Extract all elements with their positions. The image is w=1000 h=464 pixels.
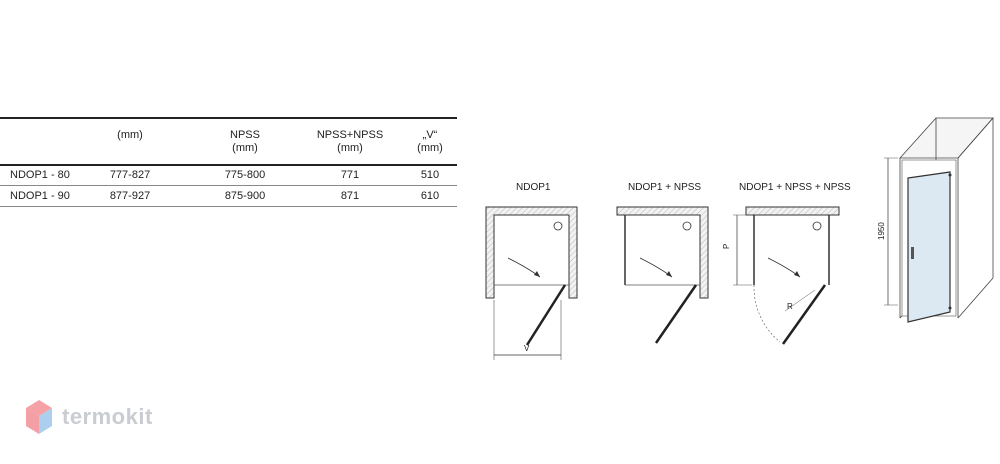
header-col-4-line2: (mm) xyxy=(417,142,443,154)
row-1-col-1: 777-827 xyxy=(109,169,151,181)
row-1-model: NDOP1 - 80 xyxy=(10,169,70,181)
arrow-head-icon xyxy=(534,271,540,277)
drain-icon xyxy=(682,221,692,231)
header-col-3-line2: (mm) xyxy=(337,142,363,154)
row-2-col-4: 610 xyxy=(420,190,440,202)
row-2-col-2: 875-900 xyxy=(224,190,266,202)
diagram-ndop1: NDOP1 V xyxy=(485,182,578,360)
door-handle-icon xyxy=(911,247,914,259)
dim-label-r: R xyxy=(787,302,793,311)
drain-icon xyxy=(553,221,563,231)
diagram-ndop1-walls xyxy=(485,206,578,299)
termokit-logo: termokit xyxy=(24,398,184,442)
header-col-1-line2: (mm) xyxy=(117,129,143,141)
dim-label-p: P xyxy=(722,244,731,249)
diagram-ndop1-npss-npss-wall xyxy=(745,206,840,216)
hinge-icon xyxy=(948,306,952,310)
diagram-ndop1-npss-npss: NDOP1 + NPSS + NPSS R P xyxy=(722,182,851,345)
header-col-2: NPSS (mm) xyxy=(205,129,285,155)
row-1-col-3: 771 xyxy=(340,169,360,181)
header-col-3-line1: NPSS+NPSS xyxy=(316,129,384,141)
table-rule-row xyxy=(0,185,457,186)
view-3d-top-right xyxy=(957,117,994,159)
table-rule-bottom xyxy=(0,206,457,207)
diagram-ndop1-npss-walls xyxy=(616,206,709,299)
header-col-2-line2: (mm) xyxy=(232,142,258,154)
header-col-4: „V“ (mm) xyxy=(405,129,455,155)
view-3d: 1950 xyxy=(877,117,994,323)
diagram-ndop1-door xyxy=(525,284,567,346)
header-col-1: (mm) xyxy=(90,129,170,142)
row-1-col-2: 775-800 xyxy=(224,169,266,181)
diagram-ndop1-title: NDOP1 xyxy=(516,182,551,193)
diagram-ndop1-npss: NDOP1 + NPSS xyxy=(616,182,709,344)
row-1-col-4: 510 xyxy=(420,169,440,181)
view-3d-door-glass xyxy=(907,171,951,323)
header-col-4-line1: „V“ xyxy=(422,129,438,141)
diagram-ndop1-npss-npss-title: NDOP1 + NPSS + NPSS xyxy=(739,182,851,193)
view-3d-floor-right xyxy=(957,277,994,319)
row-2-col-3: 871 xyxy=(340,190,360,202)
arrow-head-icon xyxy=(666,271,672,277)
row-2-model: NDOP1 - 90 xyxy=(10,190,70,202)
radius-leader xyxy=(784,289,816,312)
table-rule-header xyxy=(0,164,457,166)
drain-icon xyxy=(812,221,822,231)
logo-text: termokit xyxy=(62,404,153,429)
header-col-2-line1: NPSS xyxy=(230,129,260,141)
dim-label-height: 1950 xyxy=(877,222,886,240)
header-col-3: NPSS+NPSS (mm) xyxy=(300,129,400,155)
dim-label-v: V xyxy=(524,344,530,353)
hinge-icon xyxy=(948,173,952,177)
diagram-ndop1-npss-door xyxy=(654,284,698,344)
view-3d-top xyxy=(899,117,994,159)
arrow-head-icon xyxy=(794,271,800,277)
row-2-col-1: 877-927 xyxy=(109,190,151,202)
diagram-ndop1-npss-title: NDOP1 + NPSS xyxy=(628,182,701,193)
swing-radius-arc xyxy=(753,284,781,343)
diagram-ndop1-npss-npss-door xyxy=(781,284,827,345)
logo-hex-icon xyxy=(26,400,52,434)
table-rule-top xyxy=(0,117,457,119)
